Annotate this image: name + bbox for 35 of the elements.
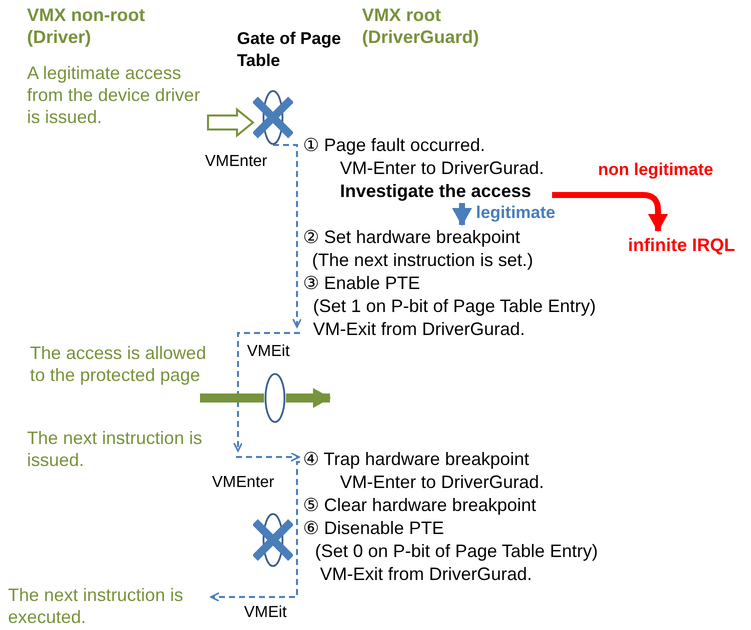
step-text: VM-Enter to DriverGurad. <box>340 157 544 180</box>
arrow <box>452 203 472 226</box>
description-text: The next instruction is issued. <box>27 427 204 471</box>
step-text: (Set 0 on P-bit of Page Table Entry) <box>315 540 598 563</box>
step-text: ⑥ Disenable PTE <box>303 517 444 540</box>
step-text: VM-Exit from DriverGurad. <box>320 563 532 586</box>
description-text: The access is allowed to the protected page <box>30 342 208 386</box>
dashed-arrow <box>210 461 300 602</box>
arrow <box>552 192 668 232</box>
step-text: ① Page fault occurred. <box>303 134 486 157</box>
description-text: A legitimate access from the device driver is issued. <box>27 62 202 128</box>
step-text: Investigate the access <box>340 180 532 203</box>
dashed-arrow <box>233 332 300 452</box>
column-heading: VMX non-root (Driver) <box>27 4 146 48</box>
edge-label: non legitimate <box>598 160 714 180</box>
edge-label: legitimate <box>476 203 556 223</box>
dashed-arrow <box>273 144 302 328</box>
hollow-arrow <box>207 107 255 138</box>
blocked-gate-icon <box>253 513 293 567</box>
step-text: ② Set hardware breakpoint <box>303 226 520 249</box>
step-text: ⑤ Clear hardware breakpoint <box>303 494 536 517</box>
dashed-arrow <box>236 452 300 462</box>
step-text: ④ Trap hardware breakpoint <box>303 448 530 471</box>
step-text: VM-Enter to DriverGurad. <box>340 471 544 494</box>
blocked-gate-icon <box>253 90 293 145</box>
step-text: VM-Exit from DriverGurad. <box>313 318 526 341</box>
column-heading: VMX root (DriverGuard) <box>362 4 480 48</box>
arrow <box>286 388 331 408</box>
outcome-text: infinite IRQL <box>628 234 735 257</box>
step-text: (Set 1 on P-bit of Page Table Entry) <box>313 295 596 318</box>
step-text: (The next instruction is set.) <box>312 249 534 272</box>
column-heading: Gate of Page Table <box>237 28 342 72</box>
description-text: The next instruction is executed. <box>8 584 184 628</box>
gate-icon <box>264 373 286 423</box>
step-text: ③ Enable PTE <box>303 272 420 295</box>
